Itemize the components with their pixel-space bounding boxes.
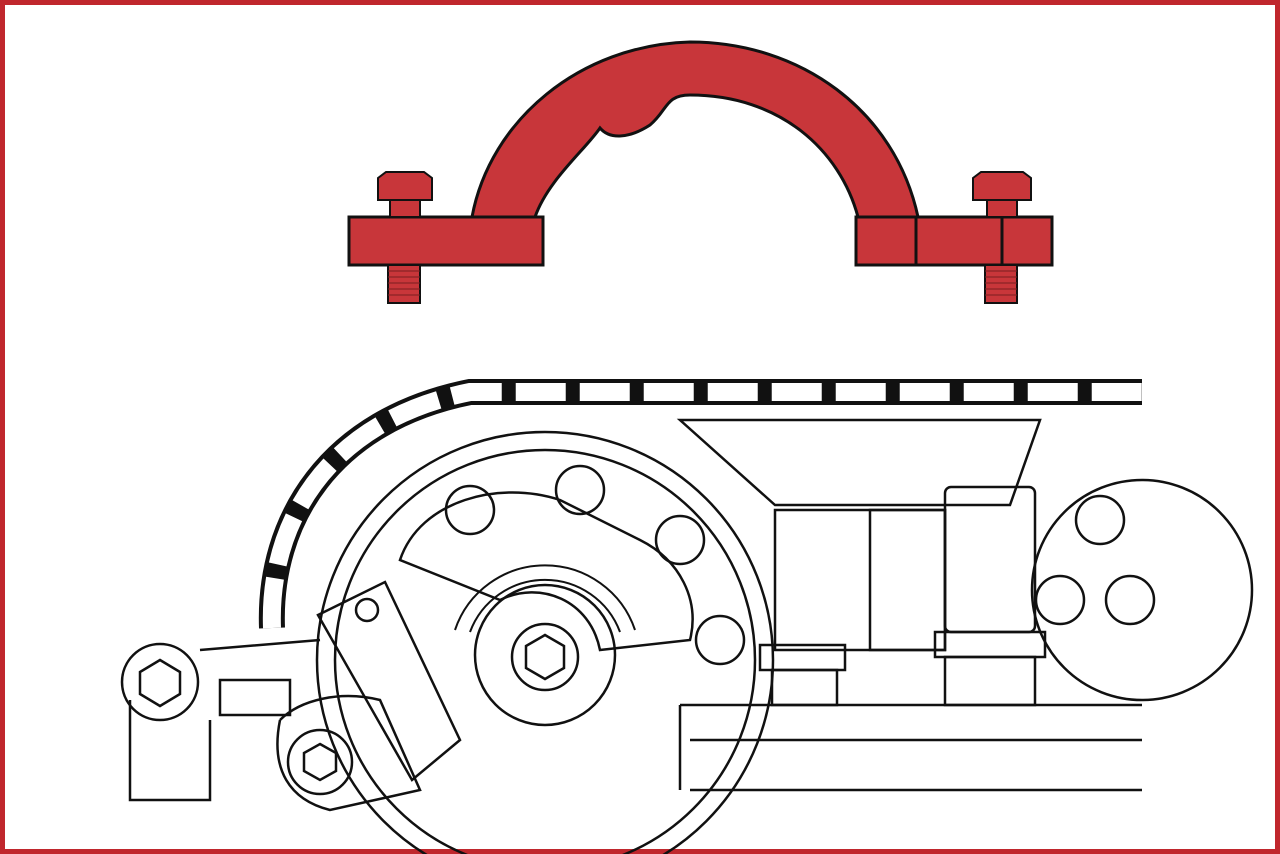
- timing-chain: [258, 379, 1142, 629]
- tool-right-foot: [854, 215, 1054, 267]
- tool-left-foot: [347, 215, 545, 267]
- cylinder-head: [678, 703, 1142, 792]
- locking-tool: [347, 40, 1054, 304]
- cam-phaser: [398, 491, 694, 652]
- locking-plate: [316, 580, 462, 782]
- center-bolt: [510, 622, 580, 692]
- tool-arch: [470, 40, 920, 219]
- valve-tappet: [943, 485, 1037, 634]
- tensioner-bolt: [120, 642, 200, 722]
- exhaust-sprocket: [1030, 478, 1254, 702]
- engine-drawing: [120, 379, 1254, 854]
- camshaft-sprocket: [315, 430, 775, 854]
- guide-bolt: [286, 728, 354, 796]
